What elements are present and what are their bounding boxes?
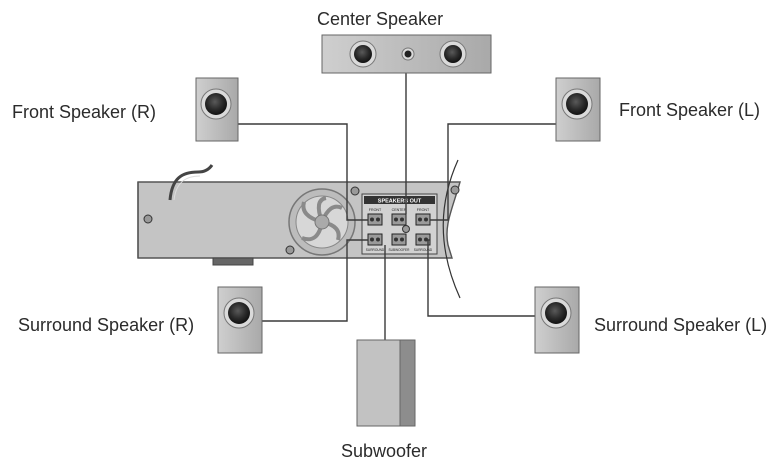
speaker-wires: [238, 68, 556, 340]
panel-title: SPEAKERS OUT: [378, 199, 422, 205]
screw-icon: [285, 245, 295, 255]
screw-icon: [450, 185, 460, 195]
cooling-fan-icon: [288, 188, 356, 256]
front-speaker-right: [195, 77, 239, 142]
receiver-unit: SPEAKERS OUT FRONT CENTER FRONT SURROUND…: [137, 159, 461, 299]
terminal-label: CENTER: [392, 208, 407, 212]
front-speaker-left: [555, 77, 601, 142]
label-surround-speaker-right: Surround Speaker (R): [18, 315, 195, 335]
terminal-label: SURROUND: [366, 248, 385, 252]
surround-speaker-right: [217, 286, 263, 354]
cutaway-edge: [442, 159, 461, 299]
terminal-label: FRONT: [369, 208, 382, 212]
terminal-subwoofer: [391, 233, 407, 246]
wire-front-left: [430, 123, 556, 221]
terminal-label: SUBWOOFER: [389, 248, 411, 252]
screw-icon: [143, 214, 153, 224]
speaker-driver-icon: [205, 93, 227, 115]
terminal-center: [391, 213, 407, 226]
screw-icon: [402, 225, 410, 233]
speaker-driver-icon: [228, 302, 250, 324]
terminal-label: SURROUND: [414, 248, 433, 252]
terminal-label: FRONT: [417, 208, 430, 212]
label-center-speaker: Center Speaker: [317, 9, 444, 29]
center-speaker: [321, 34, 492, 74]
label-subwoofer: Subwoofer: [341, 441, 428, 461]
speaker-driver-icon: [444, 45, 462, 63]
subwoofer-speaker: [356, 339, 416, 427]
speaker-driver-icon: [545, 302, 567, 324]
label-surround-speaker-left: Surround Speaker (L): [594, 315, 768, 335]
label-front-speaker-left: Front Speaker (L): [619, 100, 761, 120]
screw-icon: [350, 186, 360, 196]
speaker-driver-icon: [566, 93, 588, 115]
tweeter-icon: [404, 50, 412, 58]
receiver-foot: [212, 257, 254, 266]
wire-surround-right: [262, 239, 368, 322]
speaker-driver-icon: [354, 45, 372, 63]
power-cord: [168, 164, 214, 201]
speakers-out-panel: SPEAKERS OUT FRONT CENTER FRONT SURROUND…: [361, 193, 438, 255]
label-front-speaker-right: Front Speaker (R): [12, 102, 157, 122]
wire-surround-left: [427, 239, 535, 317]
surround-speaker-left: [534, 286, 580, 354]
wire-front-right: [238, 123, 368, 221]
